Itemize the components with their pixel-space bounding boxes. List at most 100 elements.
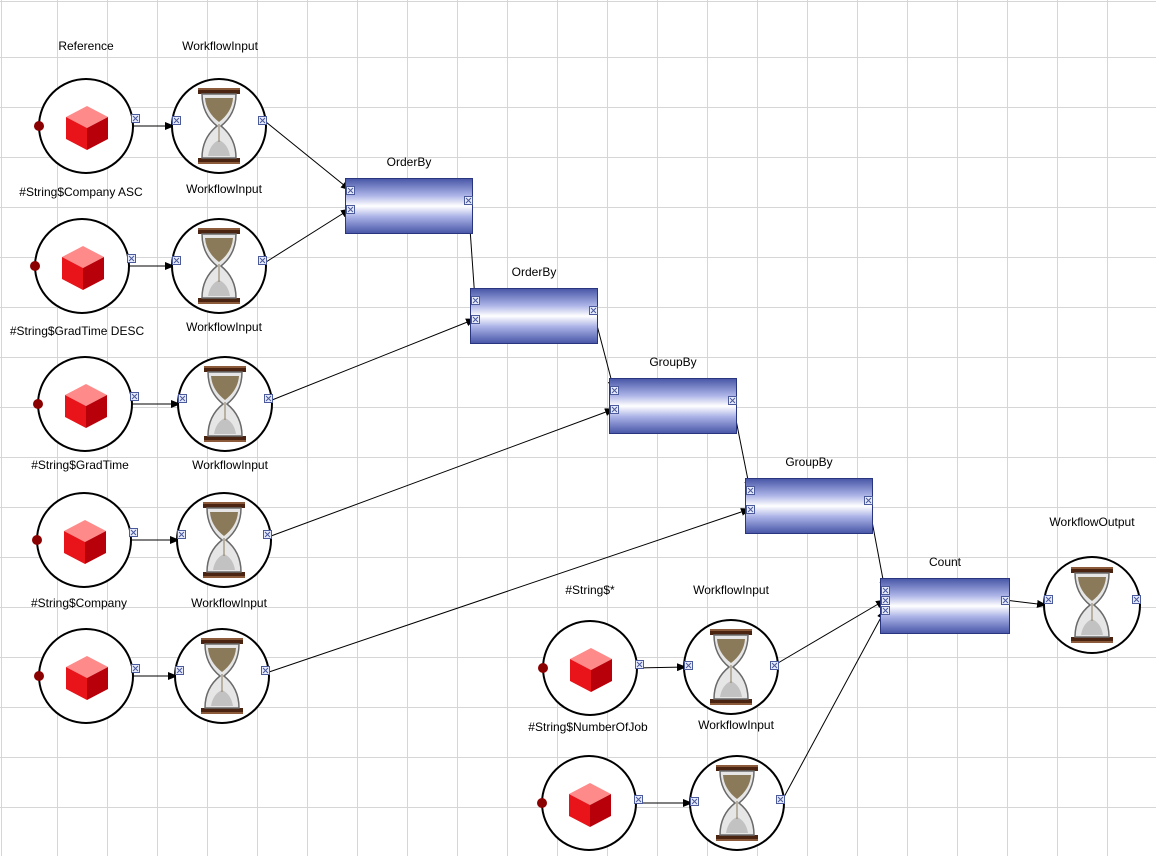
output-port[interactable] xyxy=(770,661,779,670)
input-port[interactable] xyxy=(177,530,186,539)
input-port[interactable] xyxy=(746,486,755,495)
output-port[interactable] xyxy=(131,114,140,123)
value-label-4: #String$Company xyxy=(30,596,128,610)
orderby-node-2[interactable] xyxy=(470,288,598,344)
reference-port-dot[interactable] xyxy=(538,663,548,673)
reference-node-1[interactable] xyxy=(38,78,134,174)
workflow-input-node-3[interactable] xyxy=(177,356,273,452)
input-port[interactable] xyxy=(346,186,355,195)
input-port[interactable] xyxy=(471,315,480,324)
hourglass-icon xyxy=(194,226,244,311)
workflow-input-node-7[interactable] xyxy=(689,755,785,851)
output-port[interactable] xyxy=(864,496,873,505)
output-port[interactable] xyxy=(634,795,643,804)
output-port[interactable] xyxy=(635,660,644,669)
red-cube-icon xyxy=(61,380,111,435)
input-port[interactable] xyxy=(881,606,890,615)
workflow-input-label-2: WorkflowInput xyxy=(186,320,262,334)
output-port[interactable] xyxy=(129,528,138,537)
workflow-input-node-1[interactable] xyxy=(171,78,267,174)
hourglass-icon xyxy=(1067,565,1117,650)
reference-port-dot[interactable] xyxy=(34,671,44,681)
value-label-2: #String$GradTime DESC xyxy=(9,324,145,338)
input-port[interactable] xyxy=(881,596,890,605)
output-port[interactable] xyxy=(589,306,598,315)
red-cube-icon xyxy=(62,652,112,707)
hourglass-icon xyxy=(712,763,762,848)
input-port[interactable] xyxy=(346,205,355,214)
output-port[interactable] xyxy=(258,256,267,265)
reference-node-7[interactable] xyxy=(541,755,637,851)
output-port[interactable] xyxy=(728,396,737,405)
workflow-input-label-1: WorkflowInput xyxy=(186,182,262,196)
reference-node-4[interactable] xyxy=(36,492,132,588)
connection-edge[interactable] xyxy=(271,318,476,401)
connection-edge[interactable] xyxy=(265,208,351,263)
hourglass-icon xyxy=(194,86,244,171)
value-label-numberofjob: #String$NumberOfJob xyxy=(528,720,648,734)
input-port[interactable] xyxy=(881,586,890,595)
output-port[interactable] xyxy=(1132,595,1141,604)
input-port[interactable] xyxy=(690,797,699,806)
workflow-input-label-top: WorkflowInput xyxy=(182,39,258,53)
output-port[interactable] xyxy=(131,664,140,673)
output-port[interactable] xyxy=(464,196,473,205)
hourglass-icon xyxy=(199,500,249,585)
connection-edge[interactable] xyxy=(268,508,751,673)
connection-edge[interactable] xyxy=(265,121,351,191)
input-port[interactable] xyxy=(172,116,181,125)
orderby-node-1[interactable] xyxy=(345,178,473,234)
orderby-label-2: OrderBy xyxy=(511,265,557,279)
reference-port-dot[interactable] xyxy=(537,798,547,808)
reference-node-2[interactable] xyxy=(34,218,130,314)
output-port[interactable] xyxy=(261,666,270,675)
input-port[interactable] xyxy=(471,296,480,305)
workflow-input-node-4[interactable] xyxy=(176,492,272,588)
input-port[interactable] xyxy=(175,666,184,675)
groupby-node-2[interactable] xyxy=(745,478,873,534)
output-port[interactable] xyxy=(264,394,273,403)
connection-edge[interactable] xyxy=(270,408,615,537)
output-port[interactable] xyxy=(1001,596,1010,605)
connection-edge[interactable] xyxy=(777,599,886,664)
groupby-node-1[interactable] xyxy=(609,378,737,434)
workflow-output-node[interactable] xyxy=(1043,556,1141,654)
workflow-input-label-6: WorkflowInput xyxy=(693,583,769,597)
output-port[interactable] xyxy=(130,392,139,401)
reference-node-5[interactable] xyxy=(38,628,134,724)
groupby-label-2: GroupBy xyxy=(785,455,833,469)
input-port[interactable] xyxy=(610,405,619,414)
connection-edge[interactable] xyxy=(1004,599,1047,608)
input-port[interactable] xyxy=(746,505,755,514)
input-port[interactable] xyxy=(610,386,619,395)
input-port[interactable] xyxy=(684,661,693,670)
reference-port-dot[interactable] xyxy=(30,261,40,271)
input-port[interactable] xyxy=(172,256,181,265)
hourglass-icon xyxy=(706,627,756,712)
groupby-label-1: GroupBy xyxy=(649,355,697,369)
count-node[interactable] xyxy=(880,578,1010,634)
red-cube-icon xyxy=(565,779,615,834)
workflow-input-node-2[interactable] xyxy=(171,218,267,314)
output-port[interactable] xyxy=(258,116,267,125)
reference-label: Reference xyxy=(58,39,114,53)
red-cube-icon xyxy=(58,242,108,297)
red-cube-icon xyxy=(60,516,110,571)
value-label-star: #String$* xyxy=(565,583,615,597)
reference-port-dot[interactable] xyxy=(34,121,44,131)
output-port[interactable] xyxy=(263,530,272,539)
workflow-input-node-5[interactable] xyxy=(174,628,270,724)
output-port[interactable] xyxy=(776,795,785,804)
reference-node-3[interactable] xyxy=(37,356,133,452)
connection-edge[interactable] xyxy=(783,609,886,798)
output-port[interactable] xyxy=(127,254,136,263)
workflow-output-label: WorkflowOutput xyxy=(1049,515,1135,529)
input-port[interactable] xyxy=(1044,595,1053,604)
reference-port-dot[interactable] xyxy=(33,399,43,409)
count-label: Count xyxy=(928,555,962,569)
reference-node-6[interactable] xyxy=(542,620,638,716)
input-port[interactable] xyxy=(178,394,187,403)
workflow-input-node-6[interactable] xyxy=(683,619,779,715)
reference-port-dot[interactable] xyxy=(32,535,42,545)
